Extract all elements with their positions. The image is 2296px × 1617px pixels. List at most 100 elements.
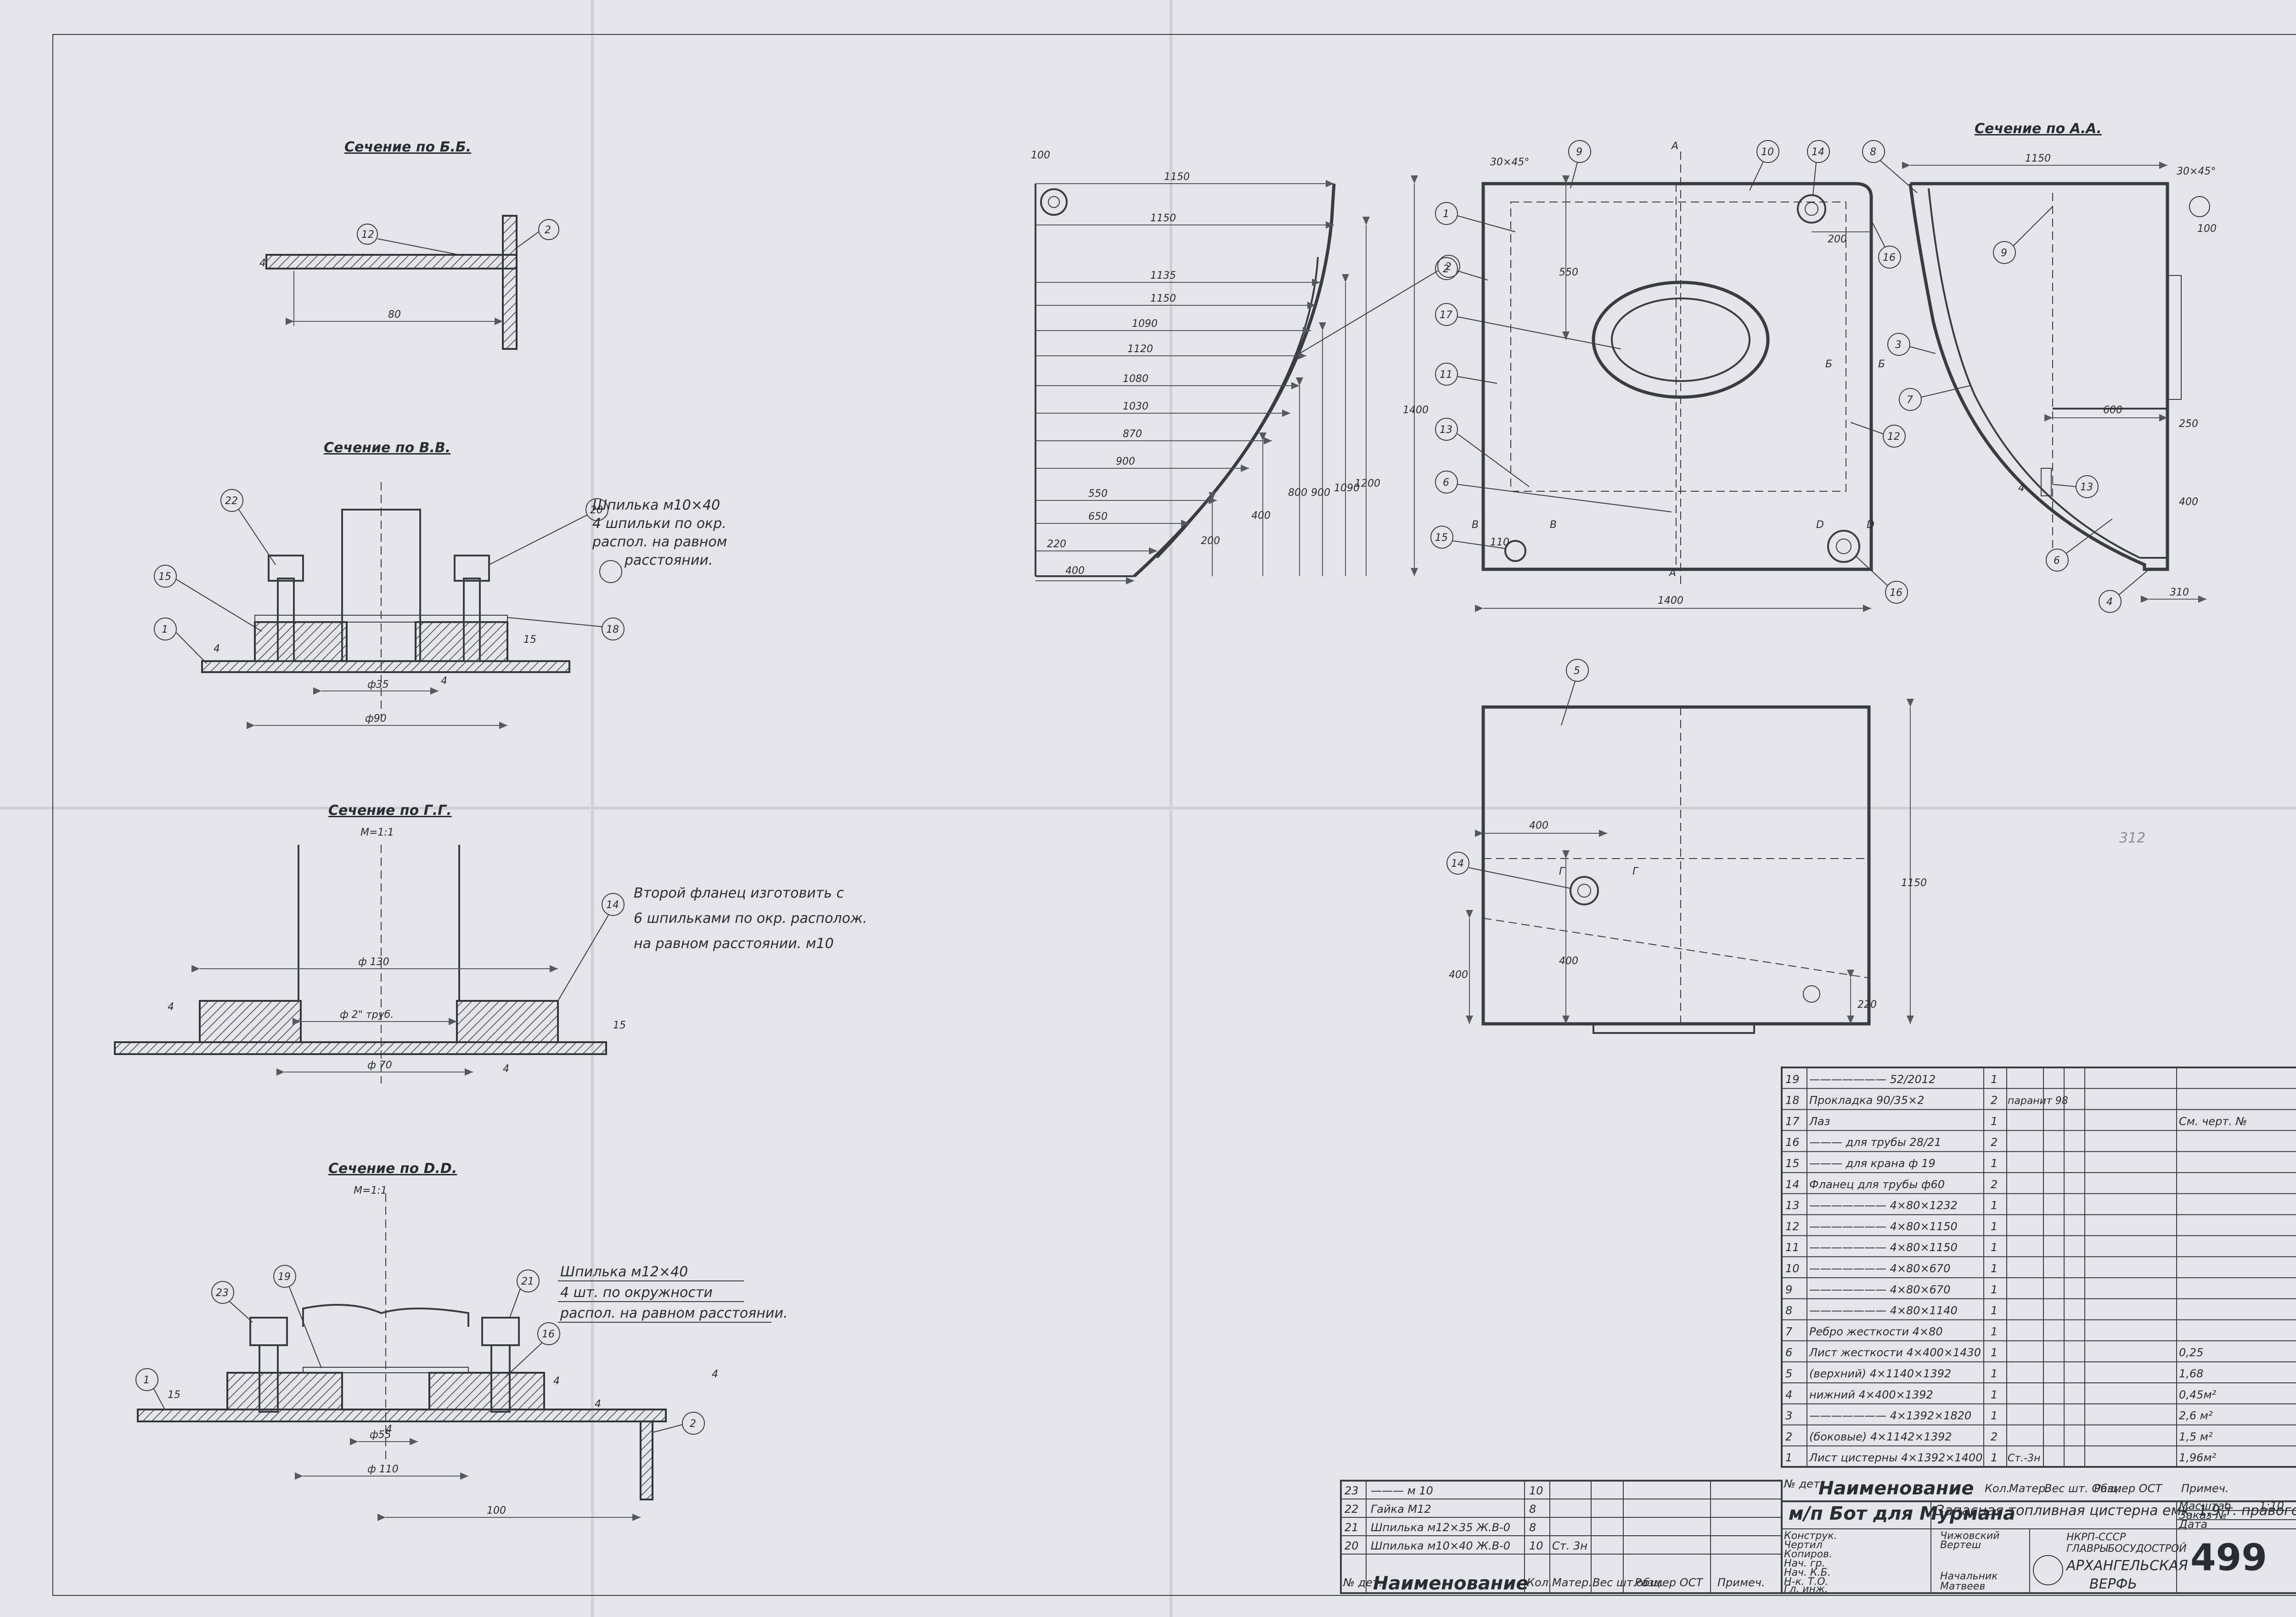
front-letter-v-2: В — [1550, 519, 1557, 531]
title-org-3: ВЕРФЬ — [2089, 1576, 2137, 1592]
parts-row-name: Фланец для трубы ф60 — [1809, 1178, 1945, 1191]
dim-bb-80: 80 — [388, 309, 401, 320]
section-bb-title: Сечение по Б.Б. — [344, 139, 471, 155]
parts-row-qty: 1 — [1991, 1346, 1998, 1359]
front-mark-16-top: 16 — [1883, 252, 1896, 264]
parts-row-no: 12 — [1785, 1220, 1800, 1233]
parts-row-name: ——————— 52/2012 — [1809, 1073, 1936, 1086]
front-mark-17: 17 — [1440, 309, 1452, 321]
parts-row-qty: 1 — [1991, 1241, 1998, 1254]
mark-dd-16: 16 — [542, 1329, 555, 1340]
dim-vv-4b: 4 — [441, 675, 447, 687]
front-letter-b-1: Б — [1825, 359, 1832, 370]
aa-dim-1150: 1150 — [2025, 153, 2051, 164]
front-letter-d-1: D — [1816, 519, 1824, 531]
title-scale-value: 1:10 — [2259, 1499, 2284, 1512]
front-dim-110: 110 — [1490, 537, 1509, 548]
lower-row-no: 22 — [1345, 1503, 1359, 1516]
title-name-0: Чижовский — [1940, 1530, 2000, 1542]
front-mark-11: 11 — [1440, 369, 1452, 381]
dim-gg-15: 15 — [613, 1020, 626, 1031]
title-vessel: м/п Бот для Мурмана — [1789, 1503, 2015, 1524]
mark-vv-15: 15 — [158, 571, 171, 583]
title-org-1: ГЛАВРЫБОСУДОСТРОЙ — [2066, 1543, 2187, 1555]
parts-row-qty: 1 — [1991, 1115, 1998, 1128]
parts-header-weight: Вес шт. Общ. — [2044, 1482, 2121, 1495]
parts-row-name: Прокладка 90/35×2 — [1809, 1094, 1924, 1107]
title-role-4: Нач. К.Б. — [1784, 1567, 1831, 1578]
parts-row-mat: паранит 98 — [2008, 1095, 2068, 1107]
title-sheet-no: 499 — [2190, 1536, 2267, 1579]
parts-row-no: 5 — [1785, 1367, 1792, 1380]
parts-header-note: Примеч. — [2181, 1482, 2229, 1495]
title-signer-1: Матвеев — [1940, 1581, 1985, 1592]
parts-row-qty: 1 — [1991, 1325, 1998, 1338]
title-role-6: Гл. инж. — [1784, 1583, 1828, 1595]
side-dim-200: 200 — [1201, 535, 1220, 547]
bottom-view: 400 400 1150 400 220 Г Г 5 14 — [1446, 659, 1927, 1034]
mark-gg-14: 14 — [606, 899, 619, 911]
lower-row-no: 20 — [1345, 1539, 1359, 1552]
side-dim-100: 100 — [1031, 150, 1050, 161]
parts-row-qty: 1 — [1991, 1283, 1998, 1296]
dim-bb-4: 4 — [259, 258, 266, 269]
front-mark-12: 12 — [1887, 431, 1900, 443]
parts-row-name: Ребро жесткости 4×80 — [1809, 1325, 1943, 1338]
note-vv-2: 4 шпильки по окр. — [592, 516, 726, 532]
dim-dd-4d: 4 — [712, 1369, 718, 1380]
parts-row-no: 19 — [1785, 1073, 1800, 1086]
side-dim-220: 220 — [1047, 539, 1066, 550]
note-gg-1: Второй фланец изготовить с — [634, 885, 844, 901]
lower-header-size: Размер ОСТ — [1635, 1576, 1704, 1589]
note-vv-1: Шпилька м10×40 — [592, 497, 720, 513]
parts-row-no: 9 — [1785, 1283, 1792, 1296]
dim-gg-4a: 4 — [168, 1001, 174, 1013]
parts-row-qty: 1 — [1991, 1157, 1998, 1170]
side-dim-870: 870 — [1123, 428, 1142, 440]
aa-mark-4: 4 — [2106, 596, 2113, 608]
front-letter-d-2: D — [1867, 519, 1874, 531]
parts-header-qty: Кол. — [1985, 1482, 2010, 1495]
dim-vv-15: 15 — [523, 634, 536, 646]
lower-header-no: № дет. — [1342, 1576, 1383, 1589]
aa-dim-100: 100 — [2197, 223, 2217, 235]
aa-mark-9: 9 — [2001, 247, 2007, 259]
front-dim-chamfer: 30×45° — [1490, 157, 1529, 168]
lower-row-name: Шпилька м12×35 Ж.В-0 — [1371, 1521, 1510, 1534]
title-role-0: Конструк. — [1784, 1530, 1837, 1542]
parts-row-qty: 1 — [1991, 1199, 1998, 1212]
parts-row-name: ——————— 4×80×1232 — [1809, 1199, 1958, 1212]
section-gg-scale: М=1:1 — [360, 827, 394, 838]
section-gg-title: Сечение по Г.Г. — [328, 803, 452, 819]
parts-row-qty: 1 — [1991, 1451, 1998, 1464]
title-item: Запасная топливная цистерна емк. 1,9 т. … — [1936, 1503, 2296, 1519]
lower-row-qty: 8 — [1529, 1521, 1536, 1534]
mark-vv-20: 20 — [590, 505, 603, 516]
note-gg-3: на равном расстоянии. м10 — [634, 936, 834, 952]
aa-dim-600: 600 — [2103, 404, 2122, 416]
aa-mark-7: 7 — [1907, 394, 1913, 406]
bottom-dim-1150: 1150 — [1901, 877, 1927, 889]
parts-row-qty: 1 — [1991, 1388, 1998, 1401]
parts-row-name: Лист цистерны 4×1392×1400 — [1809, 1451, 1982, 1464]
bottom-dim-220: 220 — [1857, 999, 1877, 1011]
side-dim-550: 550 — [1088, 488, 1108, 500]
dim-gg-d70: ф 70 — [367, 1060, 392, 1071]
title-role-5: Н-к. Т.О. — [1784, 1576, 1829, 1588]
dim-vv-d35: ф35 — [367, 679, 389, 691]
parts-row-no: 8 — [1785, 1304, 1792, 1317]
lower-row-name: ——— м 10 — [1371, 1484, 1433, 1497]
parts-row-name: ——— для трубы 28/21 — [1809, 1136, 1941, 1149]
side-dim-1030: 1030 — [1123, 401, 1148, 412]
section-dd-title: Сечение по D.D. — [328, 1161, 457, 1177]
parts-row-no: 15 — [1785, 1157, 1800, 1170]
dim-gg-d130: ф 130 — [358, 956, 389, 968]
dim-dd-d55: ф55 — [370, 1429, 391, 1441]
lower-header-qty: Кол. — [1527, 1576, 1552, 1589]
section-vv: Сечение по В.В. ф35 ф90 15 4 4 22 20 15 … — [154, 440, 727, 729]
lower-row-no: 23 — [1345, 1484, 1359, 1497]
side-dim-1400: 1400 — [1403, 404, 1429, 416]
front-letter-a-bottom: А — [1668, 567, 1676, 579]
